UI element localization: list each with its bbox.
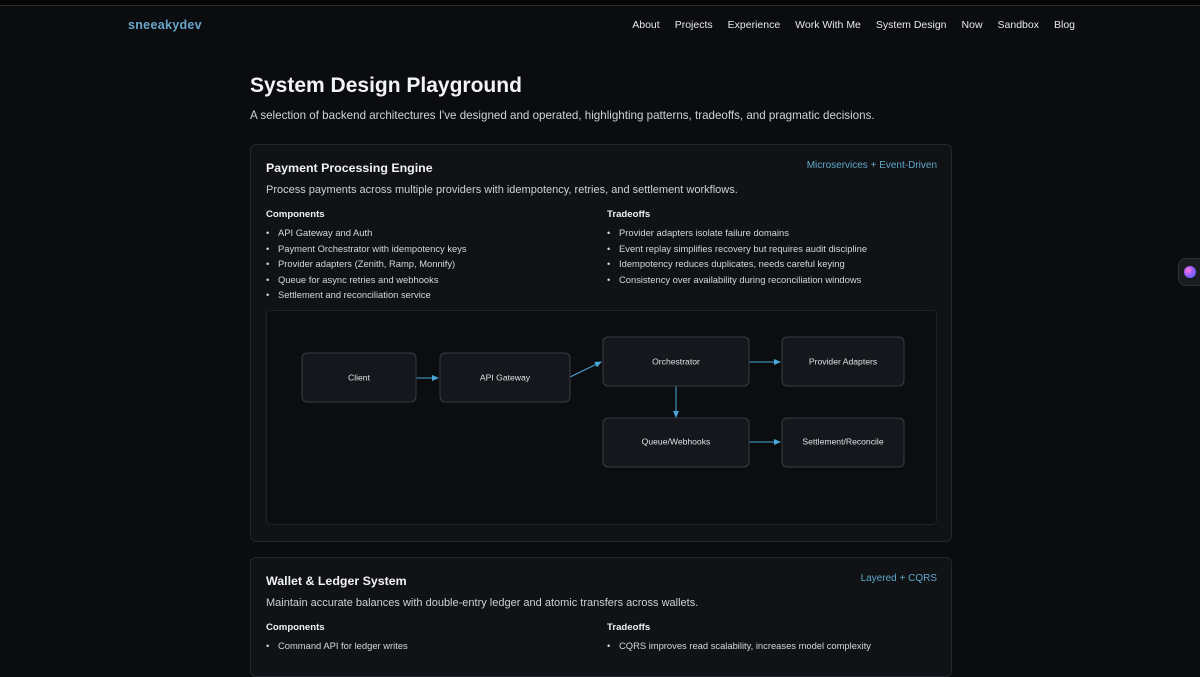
ai-assistant-icon [1184,266,1196,278]
tradeoff-item: Event replay simplifies recovery but req… [607,241,867,257]
nav-link-work-with-me[interactable]: Work With Me [795,19,861,31]
floating-assistant-button[interactable] [1178,258,1200,286]
nav-link-now[interactable]: Now [961,19,983,31]
tradeoff-item: Idempotency reduces duplicates, needs ca… [607,256,867,272]
node-client: Client [301,352,417,403]
component-item: Command API for ledger writes [266,638,408,654]
components-heading: Components [266,209,325,220]
components-list: Command API for ledger writes [266,638,408,654]
card-description: Process payments across multiple provide… [266,184,738,196]
node-label: Settlement/Reconcile [802,436,883,446]
page-subtitle: A selection of backend architectures I'v… [250,109,875,122]
page-title: System Design Playground [250,74,522,97]
diagram-canvas: Client API Gateway Orchestrator Provider… [301,336,905,468]
nav-link-blog[interactable]: Blog [1053,19,1075,31]
nav-link-sandbox[interactable]: Sandbox [997,19,1039,31]
node-queue-webhooks: Queue/Webhooks [602,417,750,468]
node-orchestrator: Orchestrator [602,336,750,387]
top-navigation: sneeakydev About Projects Experience Wor… [0,6,1200,46]
node-provider-adapters: Provider Adapters [781,336,905,387]
architecture-card-wallet: Wallet & Ledger System Layered + CQRS Ma… [250,557,952,677]
window-top-edge [0,0,1200,6]
node-label: Client [348,372,371,382]
nav-link-about[interactable]: About [632,19,660,31]
card-description: Maintain accurate balances with double-e… [266,597,699,609]
tradeoffs-heading: Tradeoffs [607,209,651,220]
architecture-tag: Microservices + Event-Driven [806,160,937,171]
node-label: Queue/Webhooks [642,436,711,446]
brand-logo-link[interactable]: sneeakydev [128,18,202,32]
architecture-tag: Layered + CQRS [860,573,937,584]
components-list: API Gateway and Auth Payment Orchestrato… [266,225,467,303]
node-api-gateway: API Gateway [439,352,571,403]
component-item: Payment Orchestrator with idempotency ke… [266,241,467,257]
node-settlement-reconcile: Settlement/Reconcile [781,417,905,468]
tradeoff-item: Provider adapters isolate failure domain… [607,225,867,241]
components-heading: Components [266,622,325,633]
architecture-diagram: Client API Gateway Orchestrator Provider… [266,310,937,525]
node-label: API Gateway [480,372,531,382]
nav-links: About Projects Experience Work With Me S… [632,19,1075,31]
card-title: Payment Processing Engine [266,161,433,175]
card-title: Wallet & Ledger System [266,574,407,588]
component-item: Queue for async retries and webhooks [266,272,467,288]
edge-gateway-to-orchestrator [569,361,602,378]
node-label: Orchestrator [652,356,700,366]
tradeoffs-list: CQRS improves read scalability, increase… [607,638,871,654]
tradeoffs-heading: Tradeoffs [607,622,651,633]
component-item: Settlement and reconciliation service [266,287,467,303]
architecture-card-payment: Payment Processing Engine Microservices … [250,144,952,542]
component-item: Provider adapters (Zenith, Ramp, Monnify… [266,256,467,272]
component-item: API Gateway and Auth [266,225,467,241]
tradeoff-item: CQRS improves read scalability, increase… [607,638,871,654]
node-label: Provider Adapters [809,356,877,366]
nav-link-experience[interactable]: Experience [727,19,781,31]
tradeoff-item: Consistency over availability during rec… [607,272,867,288]
tradeoffs-list: Provider adapters isolate failure domain… [607,225,867,287]
nav-link-system-design[interactable]: System Design [875,19,947,31]
nav-link-projects[interactable]: Projects [674,19,713,31]
